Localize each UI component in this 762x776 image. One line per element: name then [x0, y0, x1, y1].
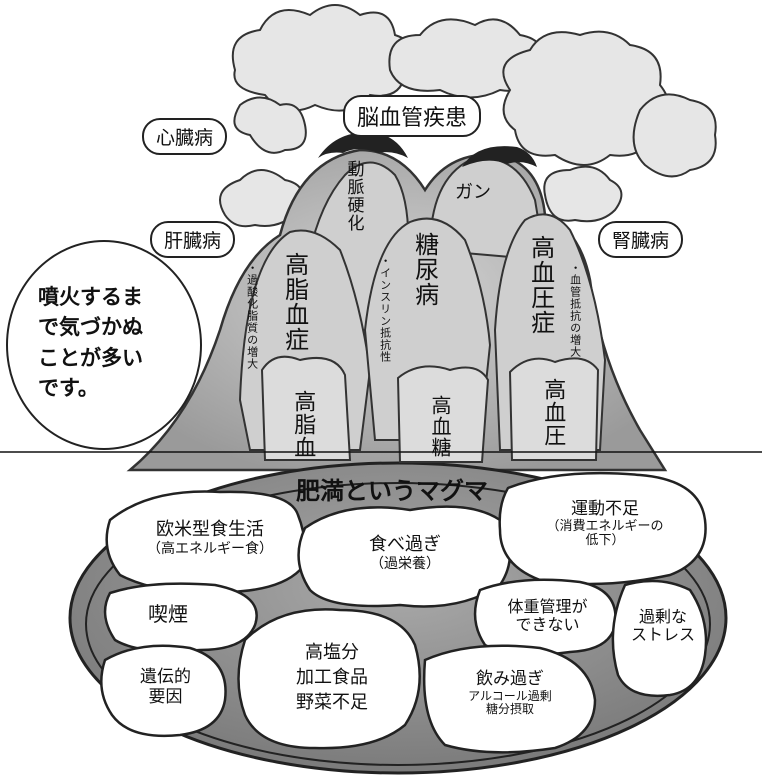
cause-genetic: 遺伝的 要因	[140, 667, 191, 707]
label-heart: 心臓病	[142, 118, 228, 155]
label-cerebrovascular: 脳血管疾患	[343, 95, 482, 137]
peak-hyperlipidemia-note: ・過酸化脂質の増大	[245, 262, 259, 370]
cause-western-diet: 欧米型食生活 （高エネルギー食）	[147, 519, 273, 557]
peak-diabetes-title: 糖尿病	[410, 232, 439, 307]
label-liver: 肝臓病	[150, 221, 236, 258]
root-glucose: 高血糖	[428, 395, 452, 458]
label-cancer: ガン	[455, 182, 491, 203]
cause-salt: 高塩分 加工食品 野菜不足	[296, 642, 368, 714]
peak-hyperlipidemia-title: 高脂血症	[280, 252, 309, 352]
root-pressure: 高血圧	[540, 378, 566, 447]
callout-line-3: ことが多い	[38, 345, 143, 370]
root-lipid: 高脂血	[290, 390, 316, 459]
callout-line-1: 噴火するま	[38, 285, 143, 309]
cause-overeating: 食べ過ぎ （過栄養）	[369, 534, 441, 572]
cause-weight-mgmt: 体重管理が できない	[507, 597, 588, 635]
cause-stress: 過剰な ストレス	[630, 607, 695, 645]
cause-smoking: 喫煙	[148, 602, 188, 626]
label-kidney: 腎臓病	[598, 221, 684, 258]
peak-hypertension-title: 高血圧症	[526, 235, 555, 335]
cause-stones	[100, 471, 708, 754]
callout-line-2: で気づかぬ	[38, 315, 143, 340]
magma-title: 肥満というマグマ	[296, 477, 488, 505]
cause-lack-exercise: 運動不足 （消費エネルギーの 低下）	[546, 499, 664, 549]
cause-drinking: 飲み過ぎ アルコール過剰 糖分摂取	[468, 669, 552, 717]
peak-hypertension-note: ・血管抵抗の増大	[568, 262, 582, 358]
root-columns	[260, 355, 600, 463]
callout-line-4: です。	[38, 376, 99, 401]
label-atherosclerosis: 動脈硬化	[343, 160, 364, 232]
callout-bubble: 噴火するま で気づかぬ ことが多い です。	[6, 240, 202, 450]
peak-diabetes-note: ・インスリン抵抗性	[378, 255, 392, 363]
smoke-clouds	[219, 4, 717, 228]
